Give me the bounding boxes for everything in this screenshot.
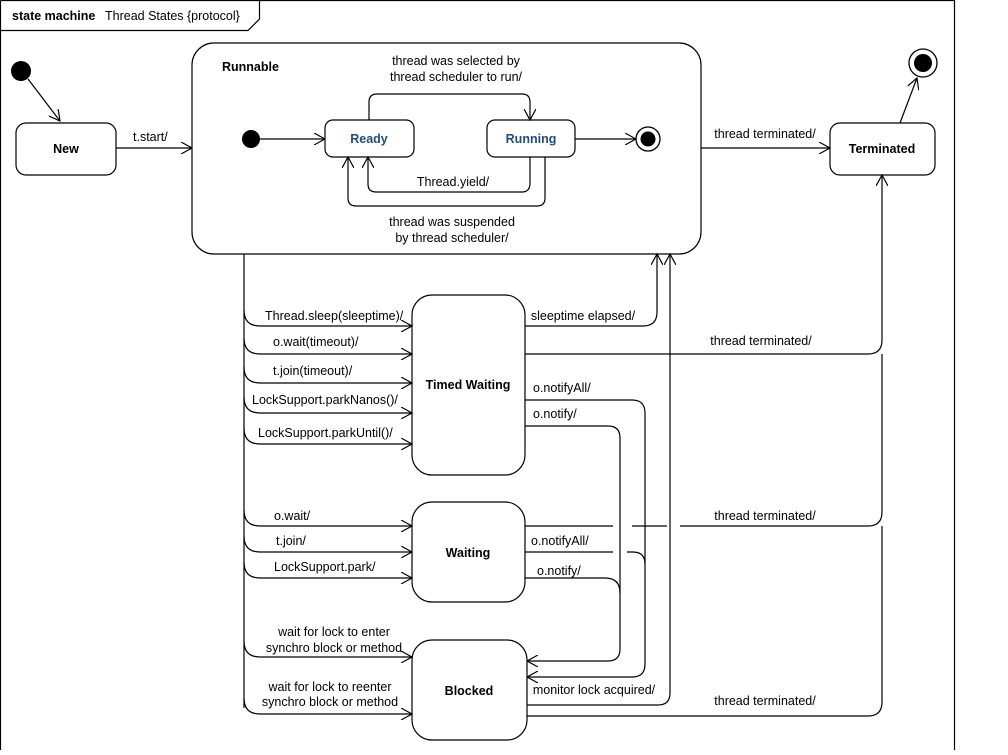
label-selected-2: thread scheduler to run/ (390, 70, 523, 84)
timed-to-blocked-notify (525, 425, 621, 661)
timed-to-blocked-notify-all (525, 399, 646, 677)
label-join-timeout: t.join(timeout)/ (273, 364, 353, 378)
to-waiting-join (243, 535, 412, 552)
label-yield: Thread.yield/ (417, 175, 490, 189)
to-timed-sleep (243, 309, 412, 326)
label-runnable-terminated: thread terminated/ (714, 127, 816, 141)
running-to-ready-yield (368, 157, 531, 193)
waiting-to-blocked-notify-all (525, 551, 646, 565)
label-timed-notify: o.notify/ (533, 407, 577, 421)
to-timed-wait-timeout (243, 337, 412, 354)
label-lock-reenter-1: wait for lock to reenter (268, 680, 392, 694)
state-running: Running (486, 119, 576, 158)
ready-to-running (368, 93, 530, 120)
state-running-label: Running (506, 132, 557, 146)
label-park-nanos: LockSupport.parkNanos()/ (252, 393, 398, 407)
label-wait: o.wait/ (274, 509, 311, 523)
label-timed-notify-all: o.notifyAll/ (533, 381, 591, 395)
state-waiting-label: Waiting (446, 546, 491, 560)
label-waiting-terminated: thread terminated/ (714, 509, 816, 523)
state-terminated-label: Terminated (849, 142, 915, 156)
label-lock-enter-1: wait for lock to enter (277, 625, 390, 639)
to-blocked-reenter (243, 697, 412, 714)
state-runnable-label: Runnable (222, 60, 279, 74)
label-suspended-1: thread was suspended (389, 215, 515, 229)
label-waiting-notify-all: o.notifyAll/ (531, 534, 589, 548)
state-new: New (15, 122, 117, 176)
label-wait-timeout: o.wait(timeout)/ (273, 335, 359, 349)
label-waiting-notify: o.notify/ (537, 564, 581, 578)
waiting-to-terminated (525, 354, 883, 527)
final-state (908, 48, 938, 78)
to-blocked-enter (243, 640, 412, 657)
to-timed-join-timeout (243, 366, 412, 383)
label-sleep: Thread.sleep(sleeptime)/ (265, 309, 404, 323)
label-blocked-terminated: thread terminated/ (714, 694, 816, 708)
initial-pseudostate (11, 61, 31, 81)
inner-initial-pseudostate (242, 130, 260, 148)
label-park: LockSupport.park/ (274, 560, 376, 574)
label-lock-reenter-2: synchro block or method (262, 695, 398, 709)
label-sleeptime-elapsed: sleeptime elapsed/ (531, 309, 636, 323)
initial-transition (27, 78, 60, 121)
to-timed-park-nanos (243, 396, 412, 413)
to-waiting-park (243, 561, 412, 578)
label-lock-acquired: monitor lock acquired/ (533, 683, 656, 697)
waiting-to-blocked-notify (525, 577, 621, 594)
label-park-until: LockSupport.parkUntil()/ (258, 426, 393, 440)
state-new-label: New (53, 142, 79, 156)
state-waiting: Waiting (411, 501, 526, 603)
timed-to-runnable-elapsed (525, 254, 657, 327)
to-waiting-wait (243, 509, 412, 526)
state-ready: Ready (324, 119, 415, 158)
state-timed-waiting-label: Timed Waiting (426, 378, 511, 392)
label-t-start: t.start/ (133, 130, 168, 144)
running-to-ready-suspended (348, 157, 546, 207)
state-terminated: Terminated (829, 122, 936, 176)
state-timed-waiting: Timed Waiting (411, 294, 526, 476)
state-blocked: Blocked (411, 639, 528, 741)
inner-final-state (635, 126, 661, 152)
label-timed-terminated: thread terminated/ (710, 334, 812, 348)
state-blocked-label: Blocked (445, 684, 494, 698)
label-suspended-2: by thread scheduler/ (395, 231, 509, 245)
label-lock-enter-2: synchro block or method (266, 641, 402, 655)
frame: state machine Thread States {protocol} (0, 0, 956, 750)
to-timed-park-until (243, 427, 412, 444)
blocked-to-terminated (527, 526, 883, 717)
terminated-to-final (899, 78, 917, 124)
label-selected-1: thread was selected by (392, 54, 521, 68)
state-ready-label: Ready (350, 132, 388, 146)
label-join: t.join/ (276, 534, 306, 548)
timed-to-terminated (525, 175, 882, 355)
blocked-to-runnable (527, 254, 670, 706)
frame-keyword: state machine (12, 9, 95, 23)
frame-title: Thread States {protocol} (105, 9, 240, 23)
